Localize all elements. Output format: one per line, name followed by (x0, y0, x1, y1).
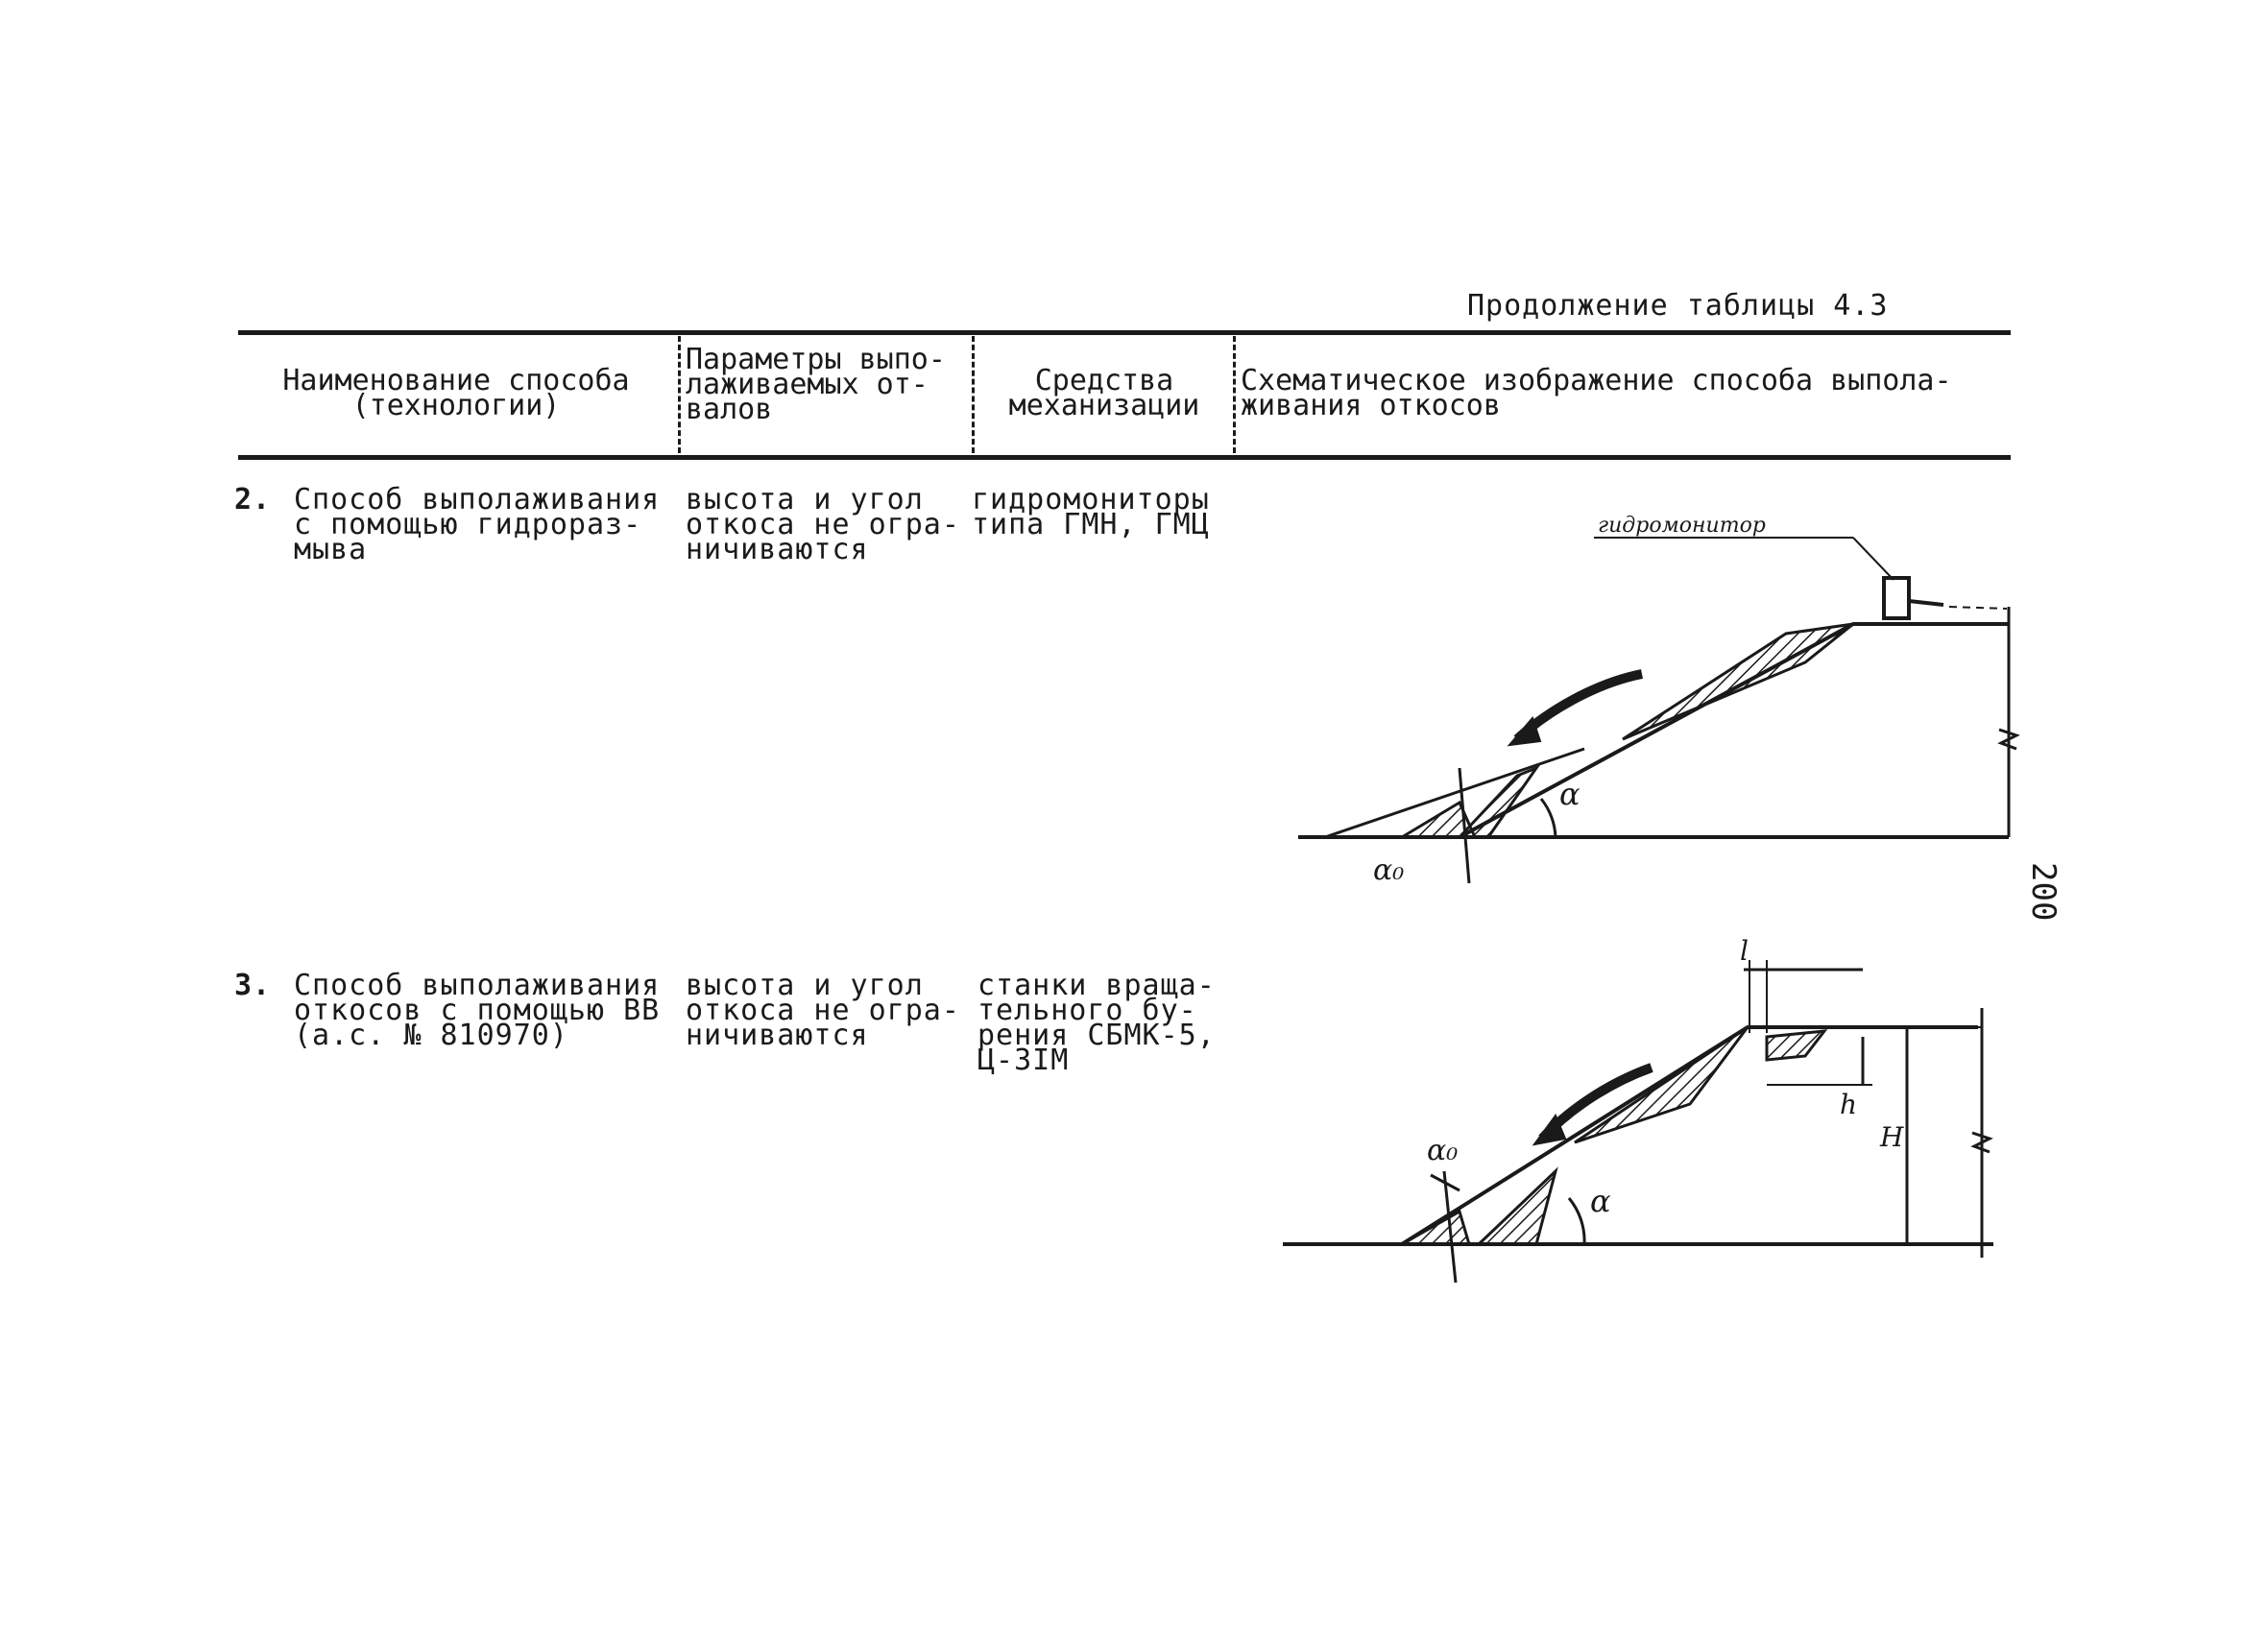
row-2-params-line-2: откоса не огра- (686, 508, 960, 541)
table-header-rule (238, 455, 2011, 460)
page-number: 200 (2024, 862, 2063, 922)
alpha-arc (1567, 1197, 1586, 1245)
row-3-means-line-1: станки враща- (977, 969, 1216, 1002)
table-top-rule (238, 330, 2011, 335)
row-2-params-line-3: ничиваются (686, 533, 869, 566)
label-alpha0-1: α₀ (1373, 853, 1404, 887)
row-3-means-line-3: рения СБМК-5, (977, 1019, 1216, 1052)
header-scheme: Схематическое изображение способа выпола… (1241, 364, 1952, 422)
label-h: h (1840, 1089, 1857, 1120)
table-caption: Продолжение таблицы 4.3 (1467, 289, 1889, 323)
monitor-jet (1948, 606, 2008, 610)
hydromonitor-icon (1882, 576, 1911, 620)
alpha0-ref (1442, 1170, 1458, 1284)
row-2-means-line-2: типа ГМН, ГМЦ (972, 508, 1210, 541)
alpha0-ref (1458, 767, 1471, 884)
header-mechanization: Средства механизации (1008, 364, 1200, 422)
label-alpha-1: α (1559, 776, 1580, 812)
hatched-deposit-zone-1 (1456, 764, 1541, 839)
height-break-mark (1997, 728, 2020, 751)
label-H: H (1879, 1121, 1904, 1153)
row-3-params-line-3: ничиваются (686, 1019, 869, 1052)
deposit-slope-line (1324, 747, 1585, 839)
label-alpha0-2: α₀ (1427, 1134, 1458, 1167)
label-l: l (1740, 935, 1749, 967)
hatched-cut-zone-upper (1574, 1025, 1749, 1144)
hatched-charge-zone (1765, 1029, 1828, 1062)
monitor-leader (1852, 537, 1894, 581)
row-3-means-line-4: Ц-3ІМ (977, 1044, 1070, 1077)
alpha-arc (1539, 798, 1557, 838)
hatched-washed-zone-upper (1622, 621, 1859, 741)
row-2-name-line-1: Способ выполаживания (294, 483, 661, 516)
row-2-number: 2. (234, 483, 272, 516)
column-divider-3 (1233, 336, 1236, 453)
hatched-deposit-zone-2 (1396, 800, 1478, 839)
row-2-name-line-3: мыва (294, 533, 368, 566)
header-method-name: Наименование способа (технологии) (282, 364, 630, 422)
row-3-name-line-2: откосов с помощью ВВ (294, 994, 661, 1027)
label-monitor: гидромонитор (1598, 514, 1766, 538)
row-2-name-line-2: с помощью гидрораз- (294, 508, 642, 541)
row-2-params-line-1: высота и угол (686, 483, 924, 516)
header-parameters: Параметры выпо- лаживаемых от- валов (686, 343, 946, 426)
diagram-explosives (1283, 960, 1993, 1284)
slope-outline (1459, 622, 2009, 839)
row-3-name-line-3: (а.с. № 810970) (294, 1019, 568, 1052)
column-divider-1 (678, 336, 681, 453)
diagram-hydro-washing (1298, 537, 2020, 884)
label-alpha-2: α (1590, 1183, 1611, 1219)
height-break-mark (1970, 1131, 1993, 1154)
row-3-number: 3. (234, 969, 272, 1002)
row-2-means-line-1: гидромониторы (972, 483, 1210, 516)
row-3-means-line-2: тельного бу- (977, 994, 1197, 1027)
row-3-params-line-1: высота и угол (686, 969, 924, 1002)
row-3-params-line-2: откоса не огра- (686, 994, 960, 1027)
hatched-deposit-zone-1 (1475, 1166, 1558, 1246)
hatched-deposit-zone-2 (1396, 1209, 1472, 1246)
row-3-name-line-1: Способ выполаживания (294, 969, 661, 1002)
column-divider-2 (972, 336, 975, 453)
